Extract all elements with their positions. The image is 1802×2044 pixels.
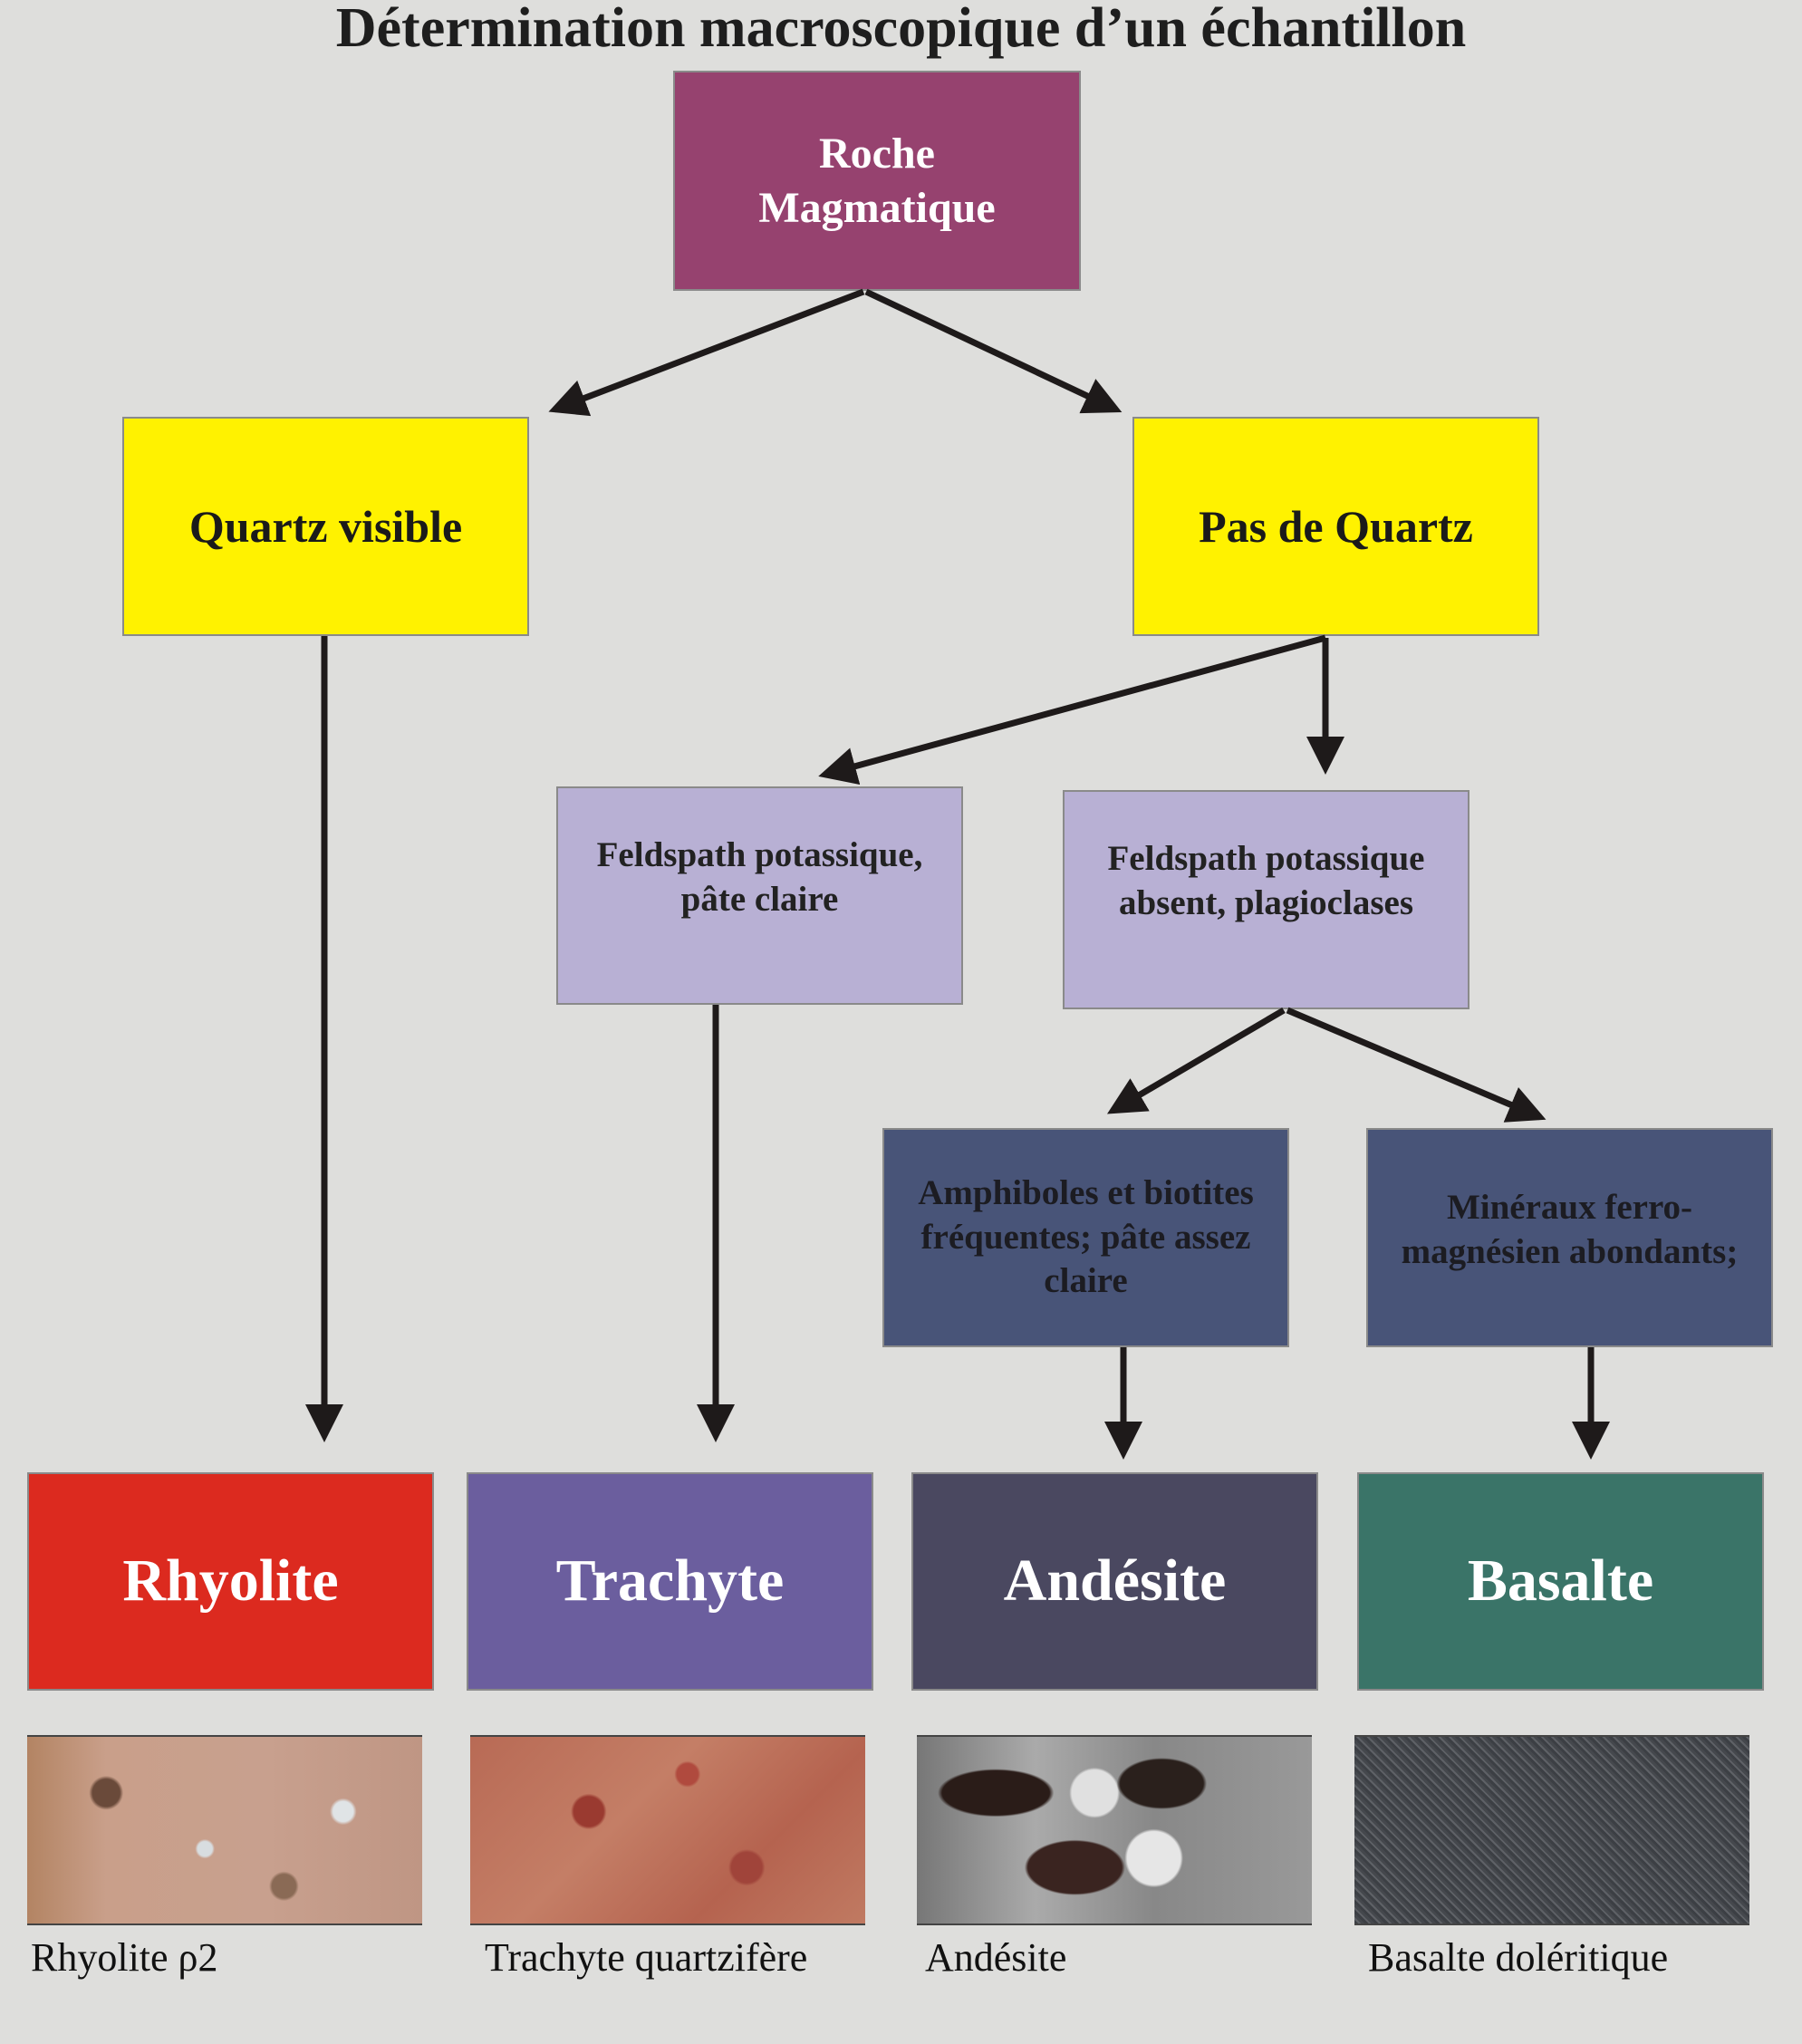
photo-andesite (917, 1737, 1312, 1923)
diagram-title: Détermination macroscopique d’un échanti… (335, 0, 1467, 59)
node-label: Roche Magmatique (758, 129, 996, 232)
result-rhyolite: Rhyolite (27, 1472, 434, 1691)
photo-trachyte (470, 1737, 865, 1923)
result-trachyte: Trachyte (467, 1472, 873, 1691)
arrow-absent-to-amphiboles (1106, 1007, 1286, 1114)
node-label: Feldspath potassique, pâte claire (596, 835, 923, 919)
node-mineraux-ferro: Minéraux ferro- magnésien abondants; (1366, 1128, 1773, 1347)
node-label: Quartz visible (188, 500, 463, 552)
result-label: Trachyte (555, 1547, 785, 1615)
caption-trachyte: Trachyte quartzifère (485, 1935, 808, 1980)
arrow-root-to-no-quartz (864, 288, 1123, 414)
node-roche-magmatique: Roche Magmatique (673, 71, 1081, 291)
node-label: Feldspath potassique absent, plagioclase… (1107, 839, 1425, 922)
photo-basalte (1354, 1737, 1749, 1923)
node-label: Amphiboles et biotites fréquentes; pâte … (918, 1172, 1254, 1301)
node-quartz-visible: Quartz visible (122, 417, 529, 636)
caption-rhyolite: Rhyolite ρ2 (31, 1935, 218, 1980)
arrow-root-to-quartz (548, 288, 865, 417)
node-label: Minéraux ferro- magnésien abondants; (1401, 1188, 1739, 1271)
caption-andesite: Andésite (925, 1935, 1067, 1980)
result-label: Andésite (1003, 1547, 1227, 1615)
node-amphiboles: Amphiboles et biotites fréquentes; pâte … (882, 1128, 1289, 1347)
arrow-absent-to-ferro (1286, 1007, 1547, 1123)
node-feldspath-absent: Feldspath potassique absent, plagioclase… (1063, 790, 1470, 1009)
result-label: Basalte (1467, 1547, 1654, 1615)
photo-rhyolite (27, 1737, 422, 1923)
node-label: Pas de Quartz (1199, 500, 1473, 552)
result-label: Rhyolite (122, 1547, 339, 1615)
caption-basalte: Basalte doléritique (1368, 1935, 1669, 1980)
result-andesite: Andésite (911, 1472, 1318, 1691)
result-basalte: Basalte (1357, 1472, 1764, 1691)
node-pas-de-quartz: Pas de Quartz (1132, 417, 1539, 636)
node-feldspath-potassique: Feldspath potassique, pâte claire (556, 786, 963, 1005)
arrow-no-quartz-to-feldspath-k (818, 634, 1326, 786)
